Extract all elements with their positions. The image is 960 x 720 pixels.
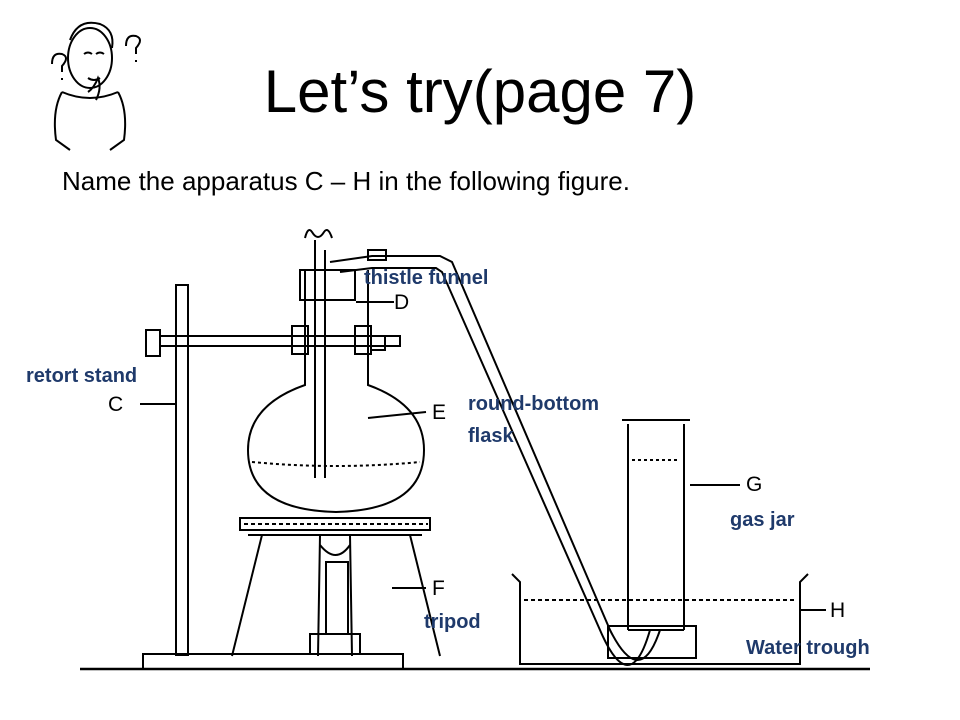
slide-title: Let’s try(page 7): [263, 58, 697, 125]
answer-retort-stand: retort stand: [26, 365, 138, 387]
water-trough: [511, 573, 809, 665]
answer-round-bottom-line1: round-bottom: [468, 393, 600, 415]
answer-thistle-funnel: thistle funnel: [364, 267, 489, 289]
answer-gas-jar: gas jar: [730, 509, 795, 531]
instruction-text: Name the apparatus C – H in the followin…: [62, 166, 630, 196]
label-c: C: [108, 393, 124, 416]
answer-water-trough: Water trough: [746, 637, 870, 659]
wire-gauze: [239, 517, 431, 531]
bunsen-burner: [309, 544, 361, 655]
delivery-tube: [329, 255, 661, 661]
label-g: G: [746, 473, 763, 496]
retort-stand-rod: [175, 284, 189, 656]
round-bottom-flask: [246, 270, 426, 514]
gas-jar: [622, 419, 690, 631]
answer-round-bottom-line2: flask: [468, 425, 514, 447]
answer-tripod: tripod: [424, 611, 481, 633]
thinking-person-icon: [51, 21, 141, 151]
label-d: D: [394, 291, 410, 314]
retort-stand-base: [142, 653, 404, 670]
label-h: H: [830, 599, 846, 622]
tripod: [231, 534, 441, 657]
label-f: F: [432, 577, 445, 600]
thistle-funnel: [314, 240, 326, 478]
label-e: E: [432, 401, 447, 424]
